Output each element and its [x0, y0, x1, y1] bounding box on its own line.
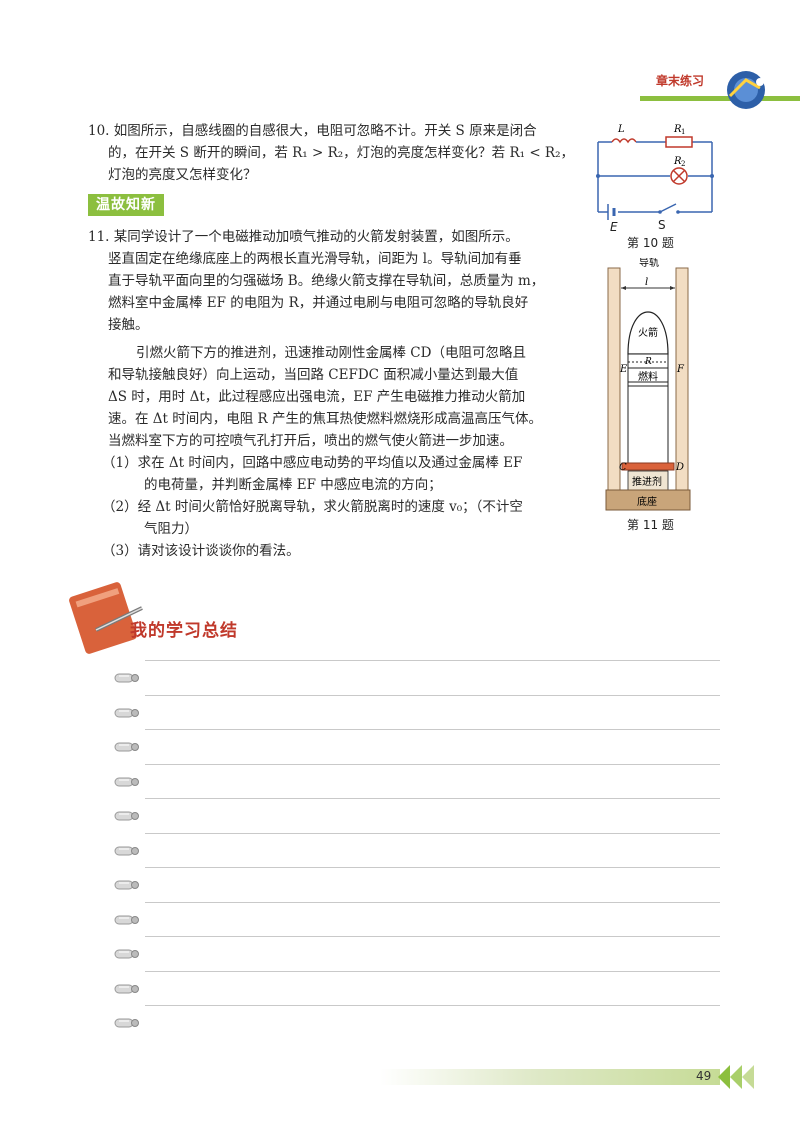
summary-title: 我的学习总结	[130, 621, 238, 641]
note-line[interactable]	[145, 694, 720, 696]
spiral-ring-icon	[114, 880, 139, 890]
footer-arrows-icon	[718, 1065, 754, 1089]
figure-10-caption: 第 10 题	[627, 236, 674, 250]
label-R1: R	[673, 124, 682, 135]
q11-item-1-cont: 的电荷量，并判断金属棒 EF 中感应电流的方向；	[144, 477, 442, 493]
spiral-ring-icon	[114, 915, 139, 924]
label-D-node: D	[675, 462, 684, 473]
q11-para2-line: 速。在 Δt 时间内，电阻 R 产生的焦耳热使燃料燃烧形成高温高压气体。	[108, 411, 543, 427]
spiral-ring-icon	[114, 1018, 139, 1028]
rod-cd	[621, 462, 675, 471]
question-11: 11. 某同学设计了一个电磁推动加喷气推动的火箭发射装置，如图所示。 竖直固定在…	[88, 226, 588, 562]
label-R: R	[644, 357, 652, 367]
note-line[interactable]	[145, 832, 720, 834]
q11-item-2: （2）经 Δt 时间火箭恰好脱离导轨，求火箭脱离时的速度 v₀；（不计空	[102, 499, 523, 515]
spiral-ring-icon	[114, 846, 139, 855]
label-R2-sub: 2	[681, 160, 685, 168]
rocket-rail-diagram: 导轨 l 火箭 R 燃料 E F C D 推进剂 底座	[605, 258, 691, 511]
label-R1-sub: 1	[681, 128, 685, 136]
note-line[interactable]	[145, 936, 720, 937]
q11-para2-line: 引燃火箭下方的推进剂，迅速推动刚性金属棒 CD（电阻可忽略且	[136, 345, 526, 361]
q10-line: 10. 如图所示，自感线圈的自感很大，电阻可忽略不计。开关 S 原来是闭合	[88, 123, 537, 139]
q11-item-1: （1）求在 Δt 时间内，回路中感应电动势的平均值以及通过金属棒 EF	[102, 455, 523, 471]
q10-line: 灯泡的亮度又怎样变化？	[108, 167, 257, 183]
label-C-node: C	[619, 462, 627, 473]
label-propellant: 推进剂	[632, 475, 662, 488]
q11-intro-line: 接触。	[108, 317, 149, 333]
label-E: E	[610, 220, 618, 234]
page-number: 49	[696, 1069, 712, 1083]
q11-item-3: （3）请对该设计谈谈你的看法。	[102, 543, 300, 559]
q11-para2-line: 当燃料室下方的可控喷气孔打开后，喷出的燃气使火箭进一步加速。	[108, 433, 513, 449]
resistor-r1	[665, 136, 693, 148]
note-line[interactable]	[145, 798, 720, 799]
q11-item-2-cont: 气阻力）	[144, 521, 198, 537]
note-line[interactable]	[145, 660, 720, 661]
spiral-ring-icon	[114, 673, 139, 683]
label-l: l	[645, 277, 648, 288]
note-line[interactable]	[145, 867, 720, 868]
chapter-logo-icon	[727, 71, 771, 109]
label-S: S	[658, 218, 666, 232]
label-L: L	[617, 124, 625, 135]
label-rail: 导轨	[639, 258, 659, 269]
chapter-label: 章末练习	[656, 74, 705, 88]
q11-para2-line: ΔS 时，用时 Δt，此过程感应出强电流，EF 产生电磁推力推动火箭加	[108, 389, 526, 405]
spiral-ring-icon	[114, 949, 139, 959]
note-line[interactable]	[145, 970, 720, 972]
notebook-pen-icon	[69, 582, 143, 654]
q10-line: 的，在开关 S 断开的瞬间，若 R₁ > R₂，灯泡的亮度怎样变化？若 R₁ <…	[108, 145, 575, 161]
q11-para2-line: 和导轨接触良好）向上运动，当回路 CEFDC 面积减小量达到最大值	[108, 367, 519, 383]
q11-intro-line: 燃料室中金属棒 EF 的电阻为 R，并通过电刷与电阻可忽略的导轨良好	[108, 295, 529, 311]
question-10: 10. 如图所示，自感线圈的自感很大，电阻可忽略不计。开关 S 原来是闭合 的，…	[88, 120, 588, 186]
spiral-ring-icon	[114, 742, 139, 752]
note-line[interactable]	[145, 1005, 720, 1006]
label-rocket: 火箭	[638, 326, 658, 339]
spiral-ring-icon	[114, 777, 139, 786]
spiral-ring-icon	[114, 984, 139, 993]
spiral-ring-icon	[114, 708, 139, 717]
left-rail	[607, 267, 621, 491]
label-base: 底座	[637, 495, 657, 508]
section-badge: 温故知新	[88, 194, 164, 216]
note-line[interactable]	[145, 901, 720, 903]
label-F-node: F	[676, 364, 685, 375]
figure-11-caption: 第 11 题	[627, 518, 674, 532]
label-E-node: E	[619, 364, 628, 375]
label-fuel: 燃料	[638, 370, 658, 383]
q11-intro-line: 11. 某同学设计了一个电磁推动加喷气推动的火箭发射装置，如图所示。	[88, 229, 519, 245]
footer-band	[380, 1069, 720, 1085]
note-line[interactable]	[145, 763, 720, 765]
note-line[interactable]	[145, 729, 720, 730]
q11-intro-line: 竖直固定在绝缘底座上的两根长直光滑导轨，间距为 l。导轨间加有垂	[108, 251, 522, 267]
q11-intro-line: 直于导轨平面向里的匀强磁场 B。绝缘火箭支撑在导轨间，总质量为 m，	[108, 273, 545, 289]
base	[605, 489, 691, 511]
spiral-ring-icon	[114, 811, 139, 821]
label-R2: R	[673, 156, 682, 167]
rocket-nose	[627, 311, 669, 355]
fuel-chamber	[627, 367, 669, 383]
header-band	[640, 96, 800, 101]
right-rail	[675, 267, 689, 491]
circuit-diagram: L R 1 R 2	[596, 124, 714, 220]
